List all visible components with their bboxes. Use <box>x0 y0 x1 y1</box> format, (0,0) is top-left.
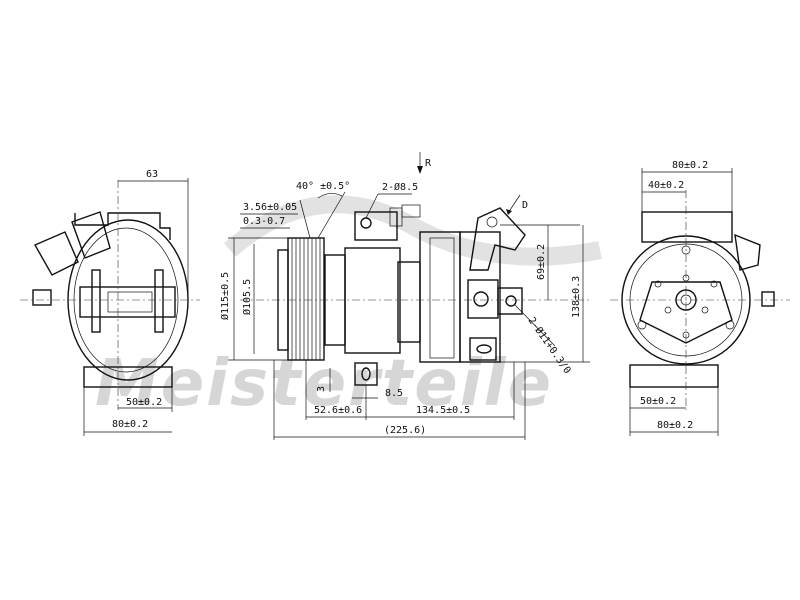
dim-groove-offset: 0.3-0.7 <box>243 216 285 227</box>
right-view: 80±0.2 40±0.2 50±0.2 80±0.2 <box>610 160 790 436</box>
view-arrow-d-label: D <box>522 200 528 211</box>
left-view: 63 50±0.2 80±0.2 <box>20 169 200 436</box>
view-arrow-r-label: R <box>425 158 432 169</box>
dim-mount-to-rear: 134.5±0.5 <box>416 405 470 416</box>
dim-pulley-to-mount: 52.6±0.6 <box>314 405 362 416</box>
dim-overall-height: 138±0.3 <box>571 276 582 318</box>
dim-right-base-outer: 80±0.2 <box>657 420 693 431</box>
dim-hole-spec: 2-Ø8.5 <box>382 181 418 193</box>
dim-groove-pitch: 3.56±0.05 <box>243 202 297 213</box>
dim-left-top-width: 63 <box>146 169 158 180</box>
dim-mount-offset: 3 <box>316 386 327 392</box>
dim-overall-length: (225.6) <box>384 425 426 436</box>
dim-mount-width: 8.5 <box>385 388 403 399</box>
dim-right-top-inner: 40±0.2 <box>648 180 684 191</box>
dim-angle: 40° ±0.5° <box>296 181 350 192</box>
dim-pulley-inner: Ø105.5 <box>241 279 253 315</box>
dim-height-port: 69±0.2 <box>536 244 547 280</box>
dim-right-base-inner: 50±0.2 <box>640 396 676 407</box>
dim-left-base-inner: 50±0.2 <box>126 397 162 408</box>
dim-right-top-outer: 80±0.2 <box>672 160 708 171</box>
dim-pulley-outer: Ø115±0.5 <box>219 272 231 320</box>
dim-left-base-outer: 80±0.2 <box>112 419 148 430</box>
